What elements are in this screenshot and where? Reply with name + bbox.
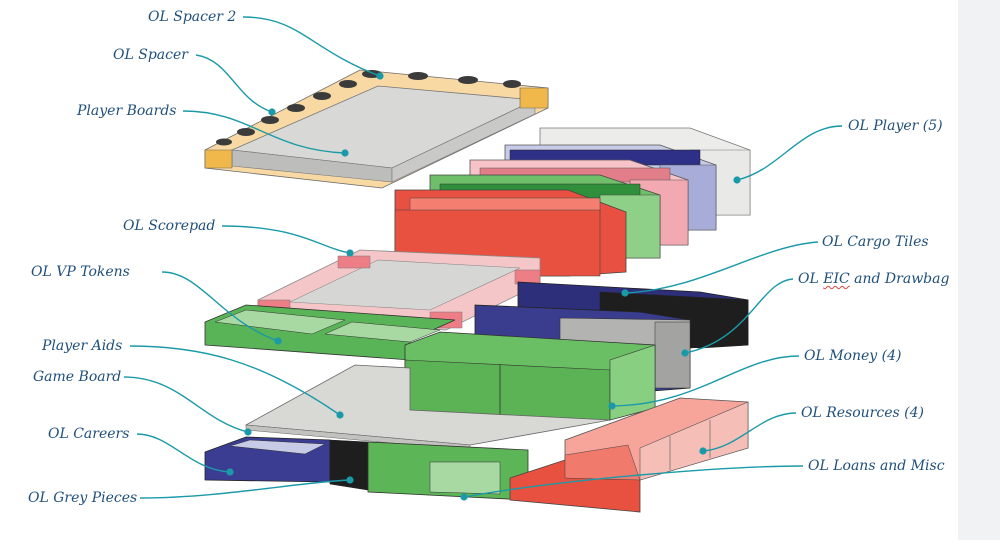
- bottom-layer-part: [204, 436, 641, 513]
- label-game-board: Game Board: [33, 369, 122, 385]
- label-eic-drawbag: OL EIC and Drawbag: [798, 271, 949, 287]
- label-player: OL Player (5): [848, 118, 943, 134]
- label-player-aids: Player Aids: [42, 338, 123, 354]
- label-eic-word: EIC: [823, 271, 850, 287]
- label-careers: OL Careers: [48, 426, 130, 442]
- vp-tokens-part: [204, 304, 456, 361]
- label-eic-prefix: OL: [798, 271, 819, 287]
- money-part: [404, 331, 656, 421]
- label-grey-pieces: OL Grey Pieces: [28, 490, 138, 506]
- side-panel-strip: [958, 0, 1000, 540]
- spacer-holes: [216, 70, 521, 146]
- label-loans-misc: OL Loans and Misc: [808, 458, 945, 474]
- label-cargo-tiles: OL Cargo Tiles: [822, 234, 929, 250]
- label-money: OL Money (4): [804, 348, 902, 364]
- label-resources: OL Resources (4): [801, 405, 924, 421]
- label-scorepad: OL Scorepad: [123, 218, 216, 234]
- player-boards-part: [204, 69, 549, 189]
- label-spacer: OL Spacer: [113, 47, 188, 63]
- label-player-boards: Player Boards: [77, 103, 177, 119]
- label-eic-suffix: and Drawbag: [854, 271, 950, 287]
- game-board-part: [244, 364, 611, 451]
- leader-dots: [226, 72, 741, 501]
- label-spacer-2: OL Spacer 2: [148, 9, 237, 25]
- leader-lines: [123, 16, 843, 499]
- label-vp-tokens: OL VP Tokens: [31, 264, 130, 280]
- scorepad-part: [257, 249, 541, 331]
